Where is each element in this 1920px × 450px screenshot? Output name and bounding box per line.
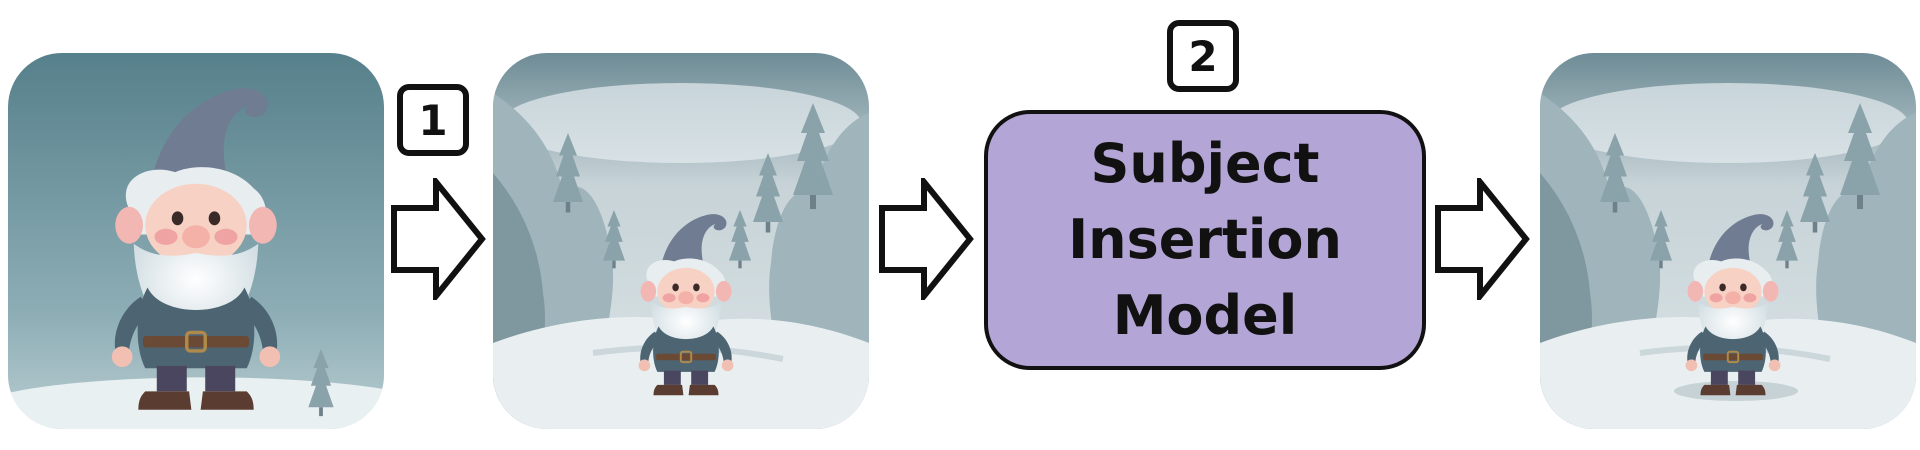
model-label-line-2: Insertion: [1068, 208, 1342, 271]
model-label-line-3: Model: [1112, 284, 1298, 347]
step-1-badge: 1: [397, 84, 469, 156]
arrow-right-icon: [391, 178, 486, 300]
gnome-illustration-icon: [8, 53, 384, 429]
reference-subject-image: [8, 53, 384, 429]
composited-scene-image: [493, 53, 869, 429]
gnome-in-snowy-forest-icon: [1540, 53, 1916, 429]
output-scene-image: [1540, 53, 1916, 429]
gnome-in-snowy-forest-icon: [493, 53, 869, 429]
arrow-right-icon: [1435, 178, 1530, 300]
subject-insertion-model-box: Subject Insertion Model: [984, 110, 1426, 370]
step-2-badge: 2: [1167, 20, 1239, 92]
arrow-right-icon: [879, 178, 974, 300]
model-label-line-1: Subject: [1090, 132, 1320, 195]
